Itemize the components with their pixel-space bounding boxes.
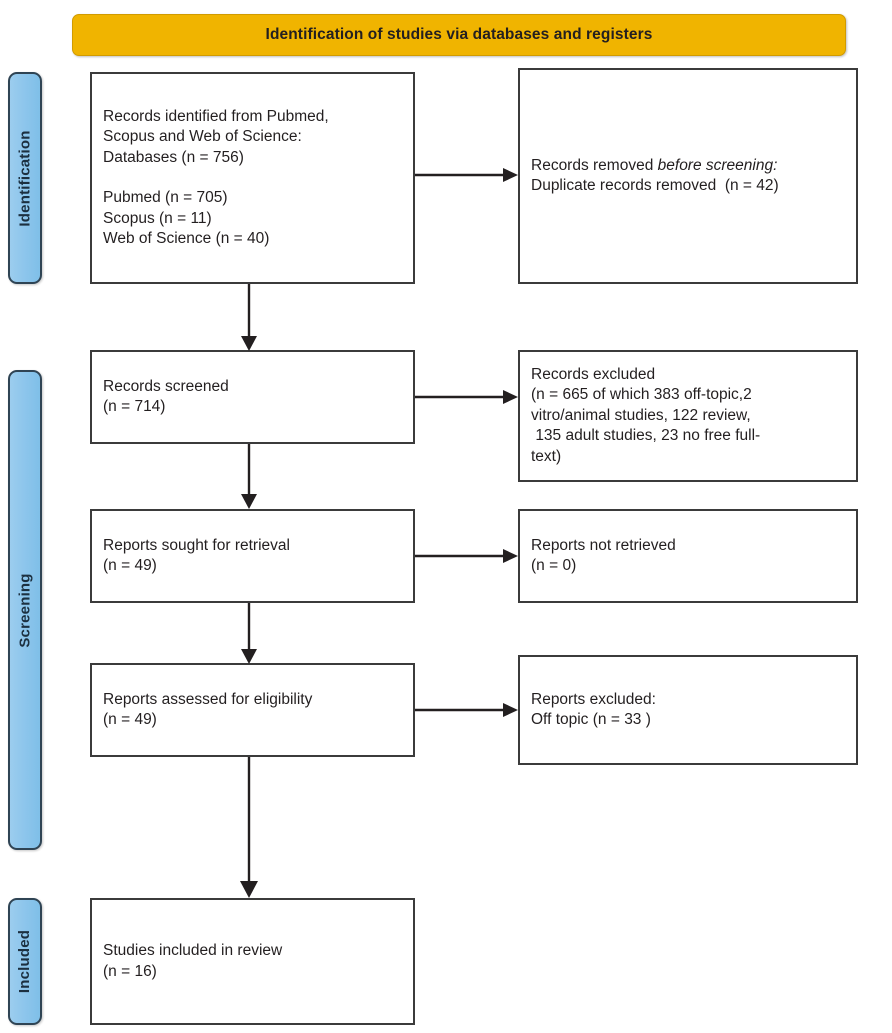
box-line: vitro/animal studies, 122 review, [531, 406, 751, 424]
box-line: 135 adult studies, 23 no free full- [531, 427, 761, 445]
box-reports-assessed-for-eligibility: Reports assessed for eligibility (n = 49… [90, 663, 415, 757]
box-line: Records removed before screening: [531, 156, 778, 174]
box-line: (n = 714) [103, 398, 166, 415]
box-studies-included-in-review: Studies included in review (n = 16) [90, 898, 415, 1025]
box-line: Reports sought for retrieval [103, 536, 290, 554]
box-reports-sought-for-retrieval: Reports sought for retrieval (n = 49) [90, 509, 415, 603]
box-line: Web of Science (n = 40) [103, 230, 270, 247]
phase-tab-identification: Identification [8, 72, 42, 284]
box-line: Reports excluded: [531, 690, 656, 708]
phase-tab-identification-label: Identification [16, 129, 34, 227]
arrow-screened-to-sought [236, 444, 262, 510]
phase-tab-included: Included [8, 898, 42, 1025]
box-line: Records identified from Pubmed, [103, 107, 329, 125]
box-line: Records screened [103, 377, 229, 395]
box-line: Studies included in review [103, 942, 283, 959]
box-records-screened: Records screened (n = 714) [90, 350, 415, 444]
arrow-sought-to-assessed [236, 603, 262, 665]
box-reports-not-retrieved: Reports not retrieved (n = 0) [518, 509, 858, 603]
arrow-identified-to-removed [415, 160, 520, 190]
box-line: (n = 665 of which 383 off-topic,2 [531, 386, 752, 404]
box-records-identified: Records identified from Pubmed, Scopus a… [90, 72, 415, 284]
box-line: Reports assessed for eligibility [103, 690, 313, 708]
arrow-screened-to-excluded [415, 382, 520, 412]
arrow-assessed-to-excluded [415, 695, 520, 725]
box-line: Duplicate records removed (n = 42) [531, 177, 779, 194]
box-line: Reports not retrieved [531, 536, 676, 554]
box-line: Databases (n = 756) [103, 148, 244, 166]
phase-banner-identification: Identification of studies via databases … [72, 14, 846, 56]
box-reports-excluded: Reports excluded: Off topic (n = 33 ) [518, 655, 858, 765]
box-line: Records excluded [531, 365, 656, 383]
box-line: (n = 49) [103, 711, 157, 728]
box-records-excluded: Records excluded (n = 665 of which 383 o… [518, 350, 858, 482]
box-line: Off topic (n = 33 ) [531, 711, 651, 728]
box-records-removed-before-screening: Records removed before screening: Duplic… [518, 68, 858, 284]
arrow-assessed-to-included [236, 757, 262, 899]
box-line: Pubmed (n = 705) [103, 189, 228, 206]
box-line: Scopus (n = 11) [103, 209, 212, 227]
box-line-spacer [103, 168, 402, 188]
box-line: (n = 16) [103, 962, 157, 980]
arrow-identified-to-screened [236, 284, 262, 352]
box-line: Scopus and Web of Science: [103, 128, 302, 145]
box-line: (n = 0) [531, 557, 577, 574]
box-line: (n = 49) [103, 557, 157, 574]
phase-tab-included-label: Included [16, 929, 34, 994]
phase-tab-screening-label: Screening [16, 572, 34, 648]
phase-tab-screening: Screening [8, 370, 42, 850]
arrow-sought-to-not-retrieved [415, 541, 520, 571]
box-line: text) [531, 447, 562, 465]
